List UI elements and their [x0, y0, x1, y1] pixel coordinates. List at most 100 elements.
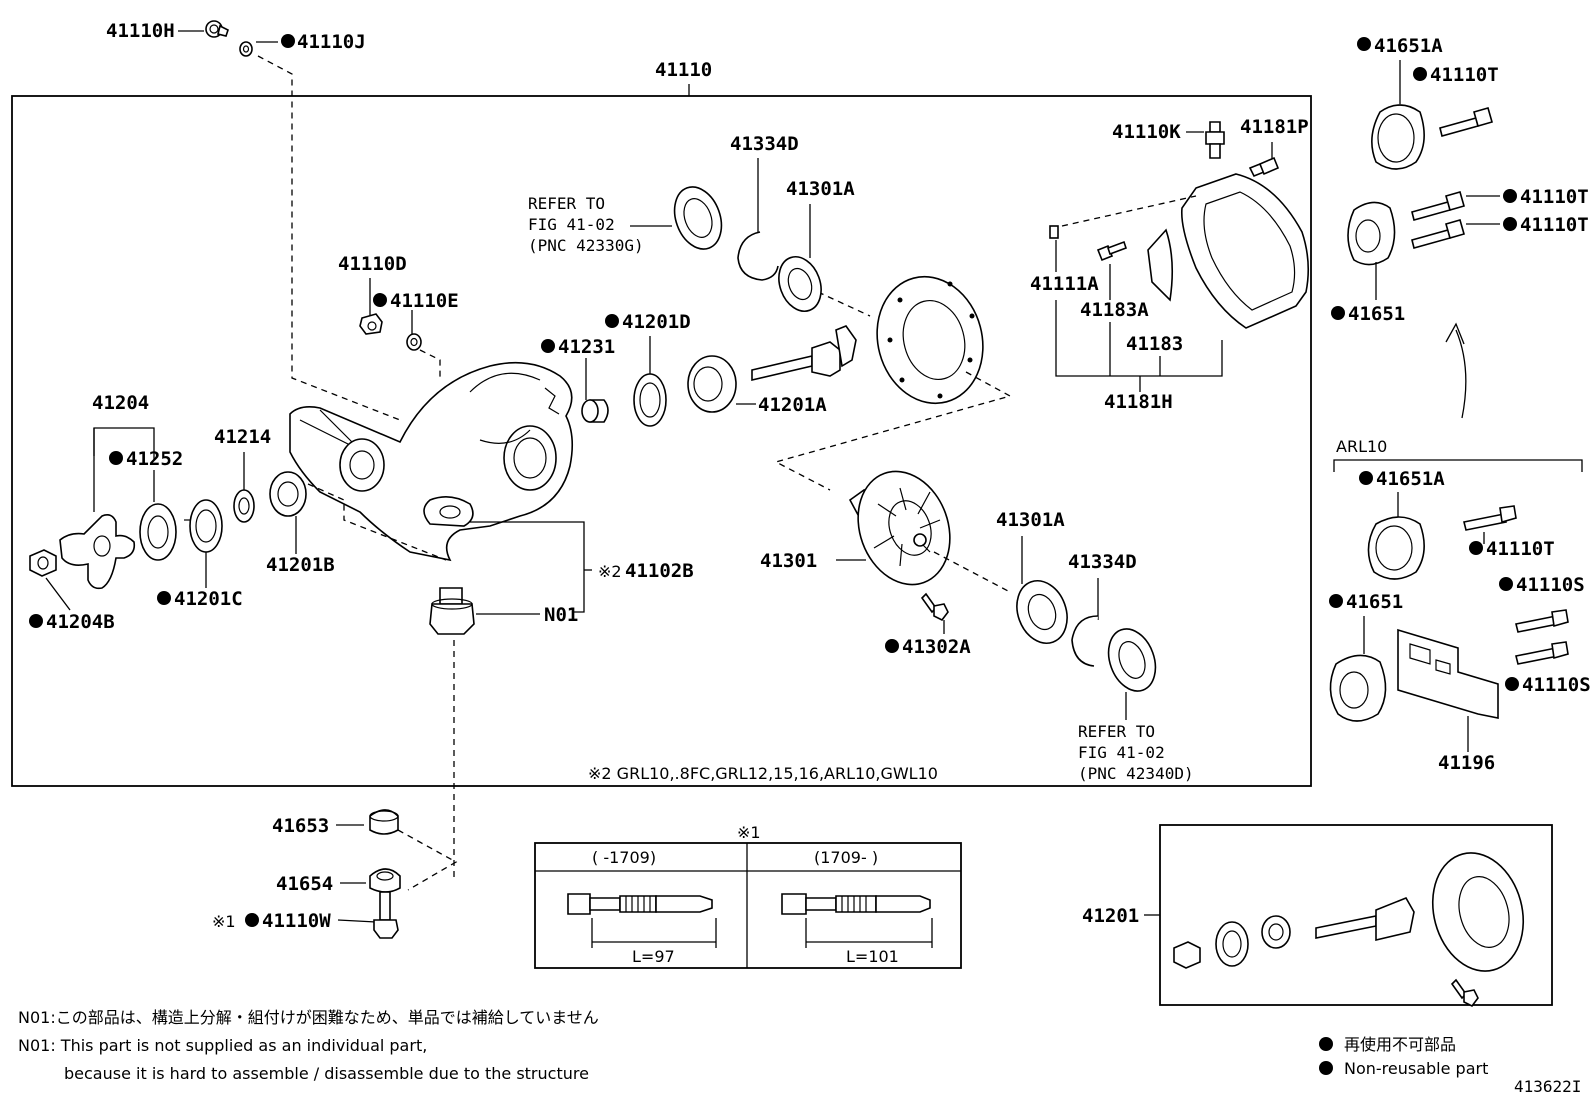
- label-41301: 41301: [760, 550, 817, 572]
- label-41102B: 41102B: [625, 560, 694, 582]
- up-arrow-icon: [1445, 322, 1467, 419]
- bolt-41302A-icon: [920, 592, 949, 622]
- spacer-41214-icon: [233, 489, 255, 523]
- label-41110J: 41110J: [297, 31, 366, 53]
- bolt-table-col2-length: L=101: [846, 947, 899, 966]
- label-41302A: 41302A: [902, 636, 971, 658]
- bolt-table: [534, 842, 962, 969]
- refer-bot-line3: (PNC 42340D): [1078, 764, 1194, 783]
- breather-41110K-icon: [1205, 121, 1225, 159]
- cushion-41654-icon: [369, 868, 401, 893]
- bearing-top-icon: [778, 256, 822, 312]
- bolt-41181P-icon: [1248, 156, 1280, 178]
- bolt-41110T-3-icon: [1411, 219, 1465, 249]
- label-N01: N01: [544, 604, 578, 626]
- label-41651-bot: 41651: [1346, 591, 1403, 613]
- refer-bot-line2: FIG 41-02: [1078, 743, 1165, 762]
- refer-bot-line1: REFER TO: [1078, 722, 1155, 741]
- non-reusable-dot: [281, 34, 295, 48]
- bolt-table-col1-length: L=97: [632, 947, 675, 966]
- mount-41651-top-icon: [1347, 201, 1396, 266]
- bearing-41201C-icon: [184, 499, 223, 553]
- label-41334D-top: 41334D: [730, 133, 799, 155]
- label-41110W: 41110W: [262, 910, 331, 932]
- label-41201B: 41201B: [266, 554, 335, 576]
- bearing-bottom-icon: [1016, 580, 1068, 644]
- label-41110E: 41110E: [390, 290, 459, 312]
- label-41110: 41110: [655, 59, 712, 81]
- label-41201C: 41201C: [174, 588, 243, 610]
- pinion-gear-icon: [751, 325, 857, 382]
- label-41651-top: 41651: [1348, 303, 1405, 325]
- mark-2: ※2: [598, 562, 622, 581]
- mount-41651-bottom-icon: [1329, 654, 1387, 722]
- gasket-plate-icon: [1147, 228, 1174, 302]
- refer-top-line3: (PNC 42330G): [528, 236, 644, 255]
- refer-top-line1: REFER TO: [528, 194, 605, 213]
- label-41231: 41231: [558, 336, 615, 358]
- rear-cover-41183-icon: [1180, 173, 1310, 329]
- label-41653: 41653: [272, 815, 329, 837]
- nut-41204B-icon: [29, 549, 57, 577]
- bolt-41110T-4-icon: [1463, 505, 1517, 531]
- label-41204: 41204: [92, 392, 149, 414]
- ring-gear-icon: [876, 275, 984, 405]
- legend-dot-icon: [1319, 1037, 1333, 1051]
- seal-41201D-icon: [633, 373, 667, 427]
- legend-dot-icon-2: [1319, 1061, 1333, 1075]
- seal-41252-icon: [139, 503, 177, 561]
- label-ARL10: ARL10: [1336, 437, 1387, 456]
- arl10-bracket: [1333, 459, 1583, 472]
- kit-41201-parts-icon: [1173, 852, 1525, 1008]
- plug-41110H-icon: [205, 20, 229, 38]
- bearing-41201B-icon: [269, 471, 307, 517]
- label-41201D: 41201D: [622, 311, 691, 333]
- label-41214: 41214: [214, 426, 271, 448]
- label-41181H: 41181H: [1104, 391, 1173, 413]
- differential-case-icon: [848, 470, 951, 586]
- label-41181P: 41181P: [1240, 116, 1309, 138]
- snap-ring-bottom-icon: [1071, 615, 1099, 667]
- label-41204B: 41204B: [46, 611, 115, 633]
- gasket-41110E-icon: [406, 333, 422, 351]
- oil-seal-bottom-icon: [1107, 628, 1157, 692]
- label-41183: 41183: [1126, 333, 1183, 355]
- label-41110T-4: 41110T: [1486, 538, 1555, 560]
- bearing-41201A-icon: [687, 355, 737, 413]
- bolt-table-title: ※1: [737, 823, 761, 842]
- mark-1: ※1: [212, 912, 236, 931]
- bolt-long-icon: [781, 893, 931, 915]
- mount-41651A-bottom-icon: [1367, 516, 1425, 580]
- label-41110H: 41110H: [106, 20, 175, 42]
- label-41201A: 41201A: [758, 394, 827, 416]
- bolt-short-icon: [567, 893, 713, 915]
- cushion-41653-icon: [369, 809, 399, 835]
- bolt-41110S-2-icon: [1515, 641, 1569, 665]
- label-41110S-1: 41110S: [1516, 574, 1585, 596]
- label-41252: 41252: [126, 448, 183, 470]
- label-41196: 41196: [1438, 752, 1495, 774]
- oil-seal-top-icon: [673, 186, 723, 250]
- note-n01-en-2: because it is hard to assemble / disasse…: [64, 1064, 589, 1083]
- label-41110S-2: 41110S: [1522, 674, 1591, 696]
- label-41651A-bot: 41651A: [1376, 468, 1445, 490]
- bolt-41110T-1-icon: [1439, 107, 1493, 137]
- gasket-41110J-icon: [239, 41, 253, 57]
- differential-carrier-housing: [289, 361, 574, 562]
- label-41110K: 41110K: [1112, 121, 1181, 143]
- label-41110D: 41110D: [338, 253, 407, 275]
- bracket-41196-icon: [1397, 628, 1499, 719]
- bolt-41110W-icon: [373, 891, 399, 939]
- mount-41651A-top-icon: [1371, 104, 1425, 170]
- label-41651A-top: 41651A: [1374, 35, 1443, 57]
- label-41334D-bot: 41334D: [1068, 551, 1137, 573]
- label-41301A-top: 41301A: [786, 178, 855, 200]
- legend-en: Non-reusable part: [1344, 1059, 1488, 1078]
- assembly-41110-frame: [11, 95, 1312, 787]
- label-41654: 41654: [276, 873, 333, 895]
- diagram-id: 413622I: [1514, 1077, 1581, 1096]
- note-n01-jp: N01:この部品は、構造上分解・組付けが困難なため、単品では補給していません: [18, 1008, 599, 1027]
- label-41110T-1: 41110T: [1430, 64, 1499, 86]
- legend-jp: 再使用不可部品: [1344, 1035, 1456, 1054]
